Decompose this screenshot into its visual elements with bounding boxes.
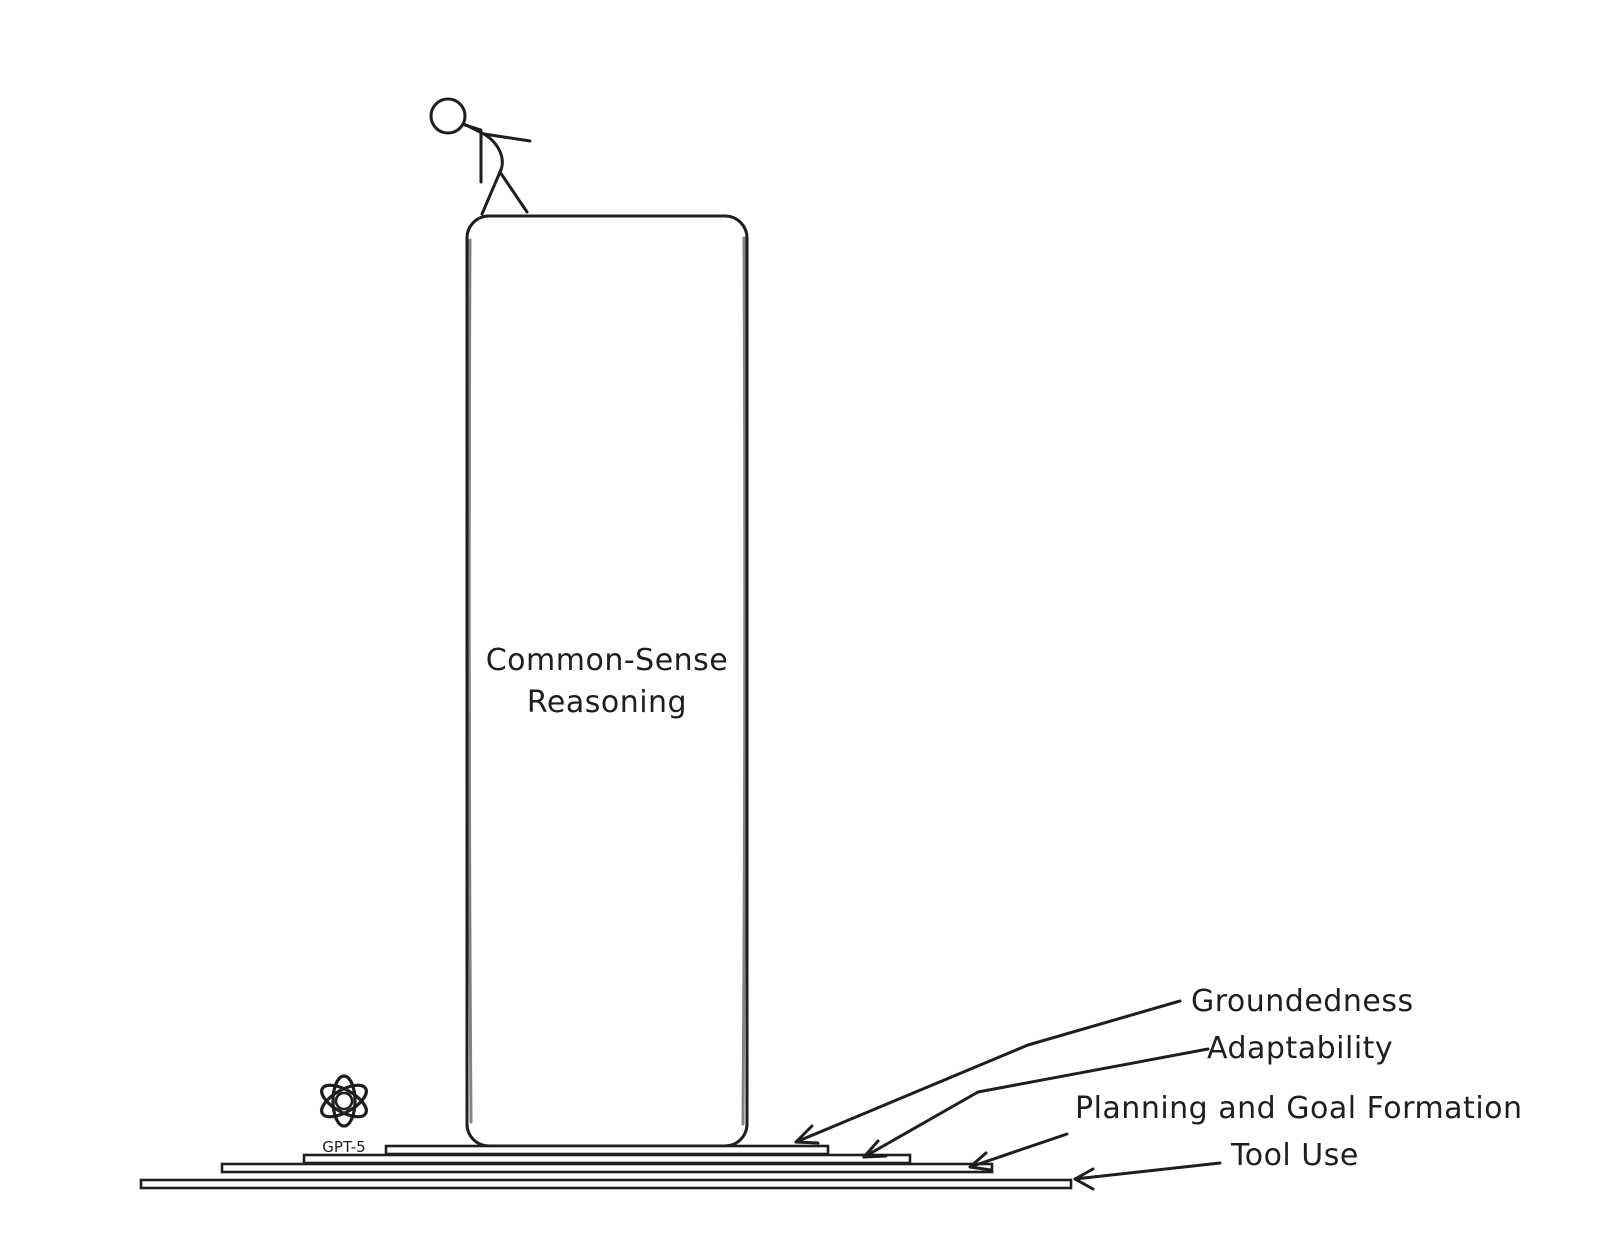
- tower-label-line2: Reasoning: [527, 685, 687, 720]
- layer-tool-use-slab: [139, 1178, 1073, 1190]
- label-planning: Planning and Goal Formation: [1075, 1091, 1523, 1126]
- label-groundedness: Groundedness: [1191, 984, 1414, 1019]
- stick-figure-icon: [429, 97, 532, 216]
- base-layers: [139, 1144, 1073, 1190]
- common-sense-tower: Common-Sense Reasoning: [465, 214, 749, 1148]
- tower-label-line1: Common-Sense: [486, 643, 729, 678]
- arrow-tool-use: [1073, 1161, 1222, 1191]
- arrow-planning: [968, 1132, 1069, 1172]
- layer-adaptability-slab: [302, 1153, 912, 1165]
- arrow-adaptability: [862, 1047, 1210, 1159]
- label-tool-use: Tool Use: [1230, 1138, 1359, 1173]
- label-adaptability: Adaptability: [1207, 1031, 1393, 1066]
- arrows: [794, 999, 1222, 1191]
- logo-caption: GPT-5: [322, 1138, 365, 1156]
- layer-groundedness-slab: [384, 1144, 830, 1156]
- arrow-groundedness: [794, 999, 1182, 1145]
- layer-planning-slab: [220, 1162, 994, 1174]
- openai-logo-icon: [320, 1074, 368, 1128]
